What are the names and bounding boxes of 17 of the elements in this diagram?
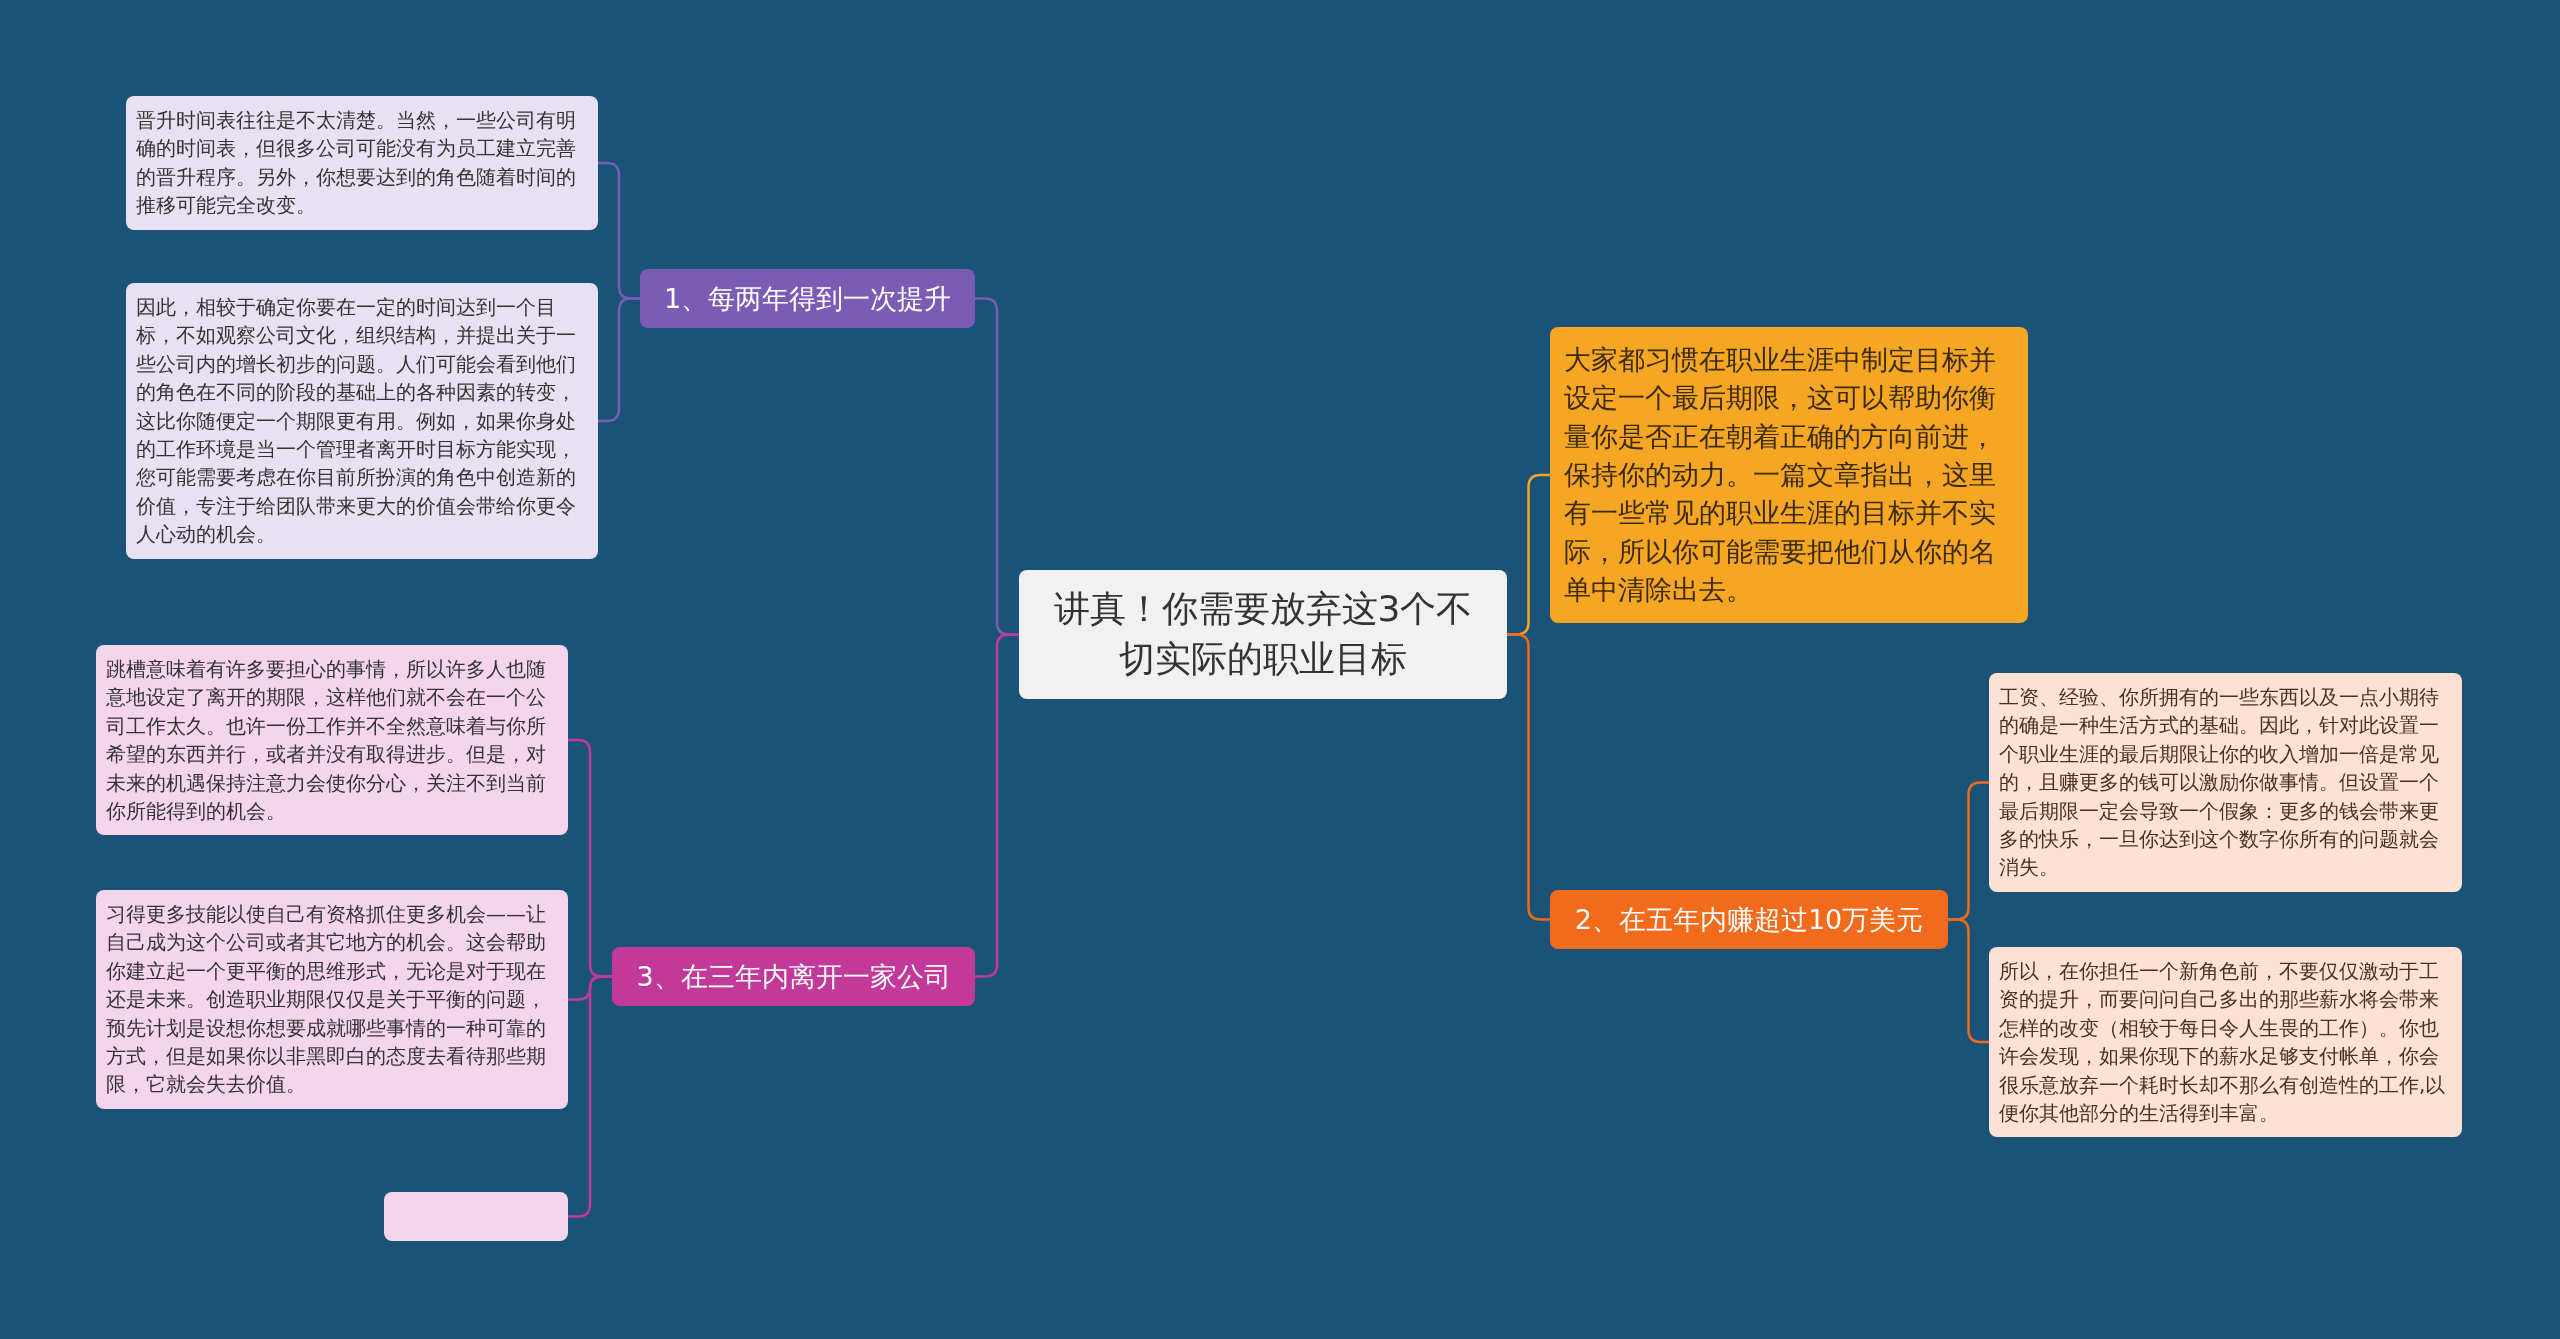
branch-box: 2、在五年内赚超过10万美元	[1550, 890, 1948, 950]
connector-line	[598, 297, 640, 423]
note-card: 工资、经验、你所拥有的一些东西以及一点小期待的确是一种生活方式的基础。因此，针对此设置一个职业生涯的最后期限让你的收入增加一倍是常见的，且赚更多的钱可以激励你做事情。但设置一个最后期限一定会导致一个假象：更多的钱会带来更多的快乐，一旦你达到这个数字你所有的问题就会消失。	[1989, 673, 2462, 892]
branch-box: 1、每两年得到一次提升	[640, 269, 975, 329]
note-card: 习得更多技能以使自己有资格抓住更多机会——让自己成为这个公司或者其它地方的机会。这会帮助你建立起一个更平衡的思维形式，无论是对于现在还是未来。创造职业期限仅仅是关于平衡的问题，预先计划是设想你想要成就哪些事情的一种可靠的方式，但是如果你以非黑即白的态度去看待那些期限，它就会失去价值。	[96, 890, 568, 1109]
note-card: 晋升时间表往往是不太清楚。当然，一些公司有明确的时间表，但很多公司可能没有为员工建立完善的晋升程序。另外，你想要达到的角色随着时间的推移可能完全改变。	[126, 96, 598, 230]
connector-line	[975, 633, 1019, 978]
summary-card: 大家都习惯在职业生涯中制定目标并设定一个最后期限，这可以帮助你衡量你是否正在朝着正确的方向前进，保持你的动力。一篇文章指出，这里有一些常见的职业生涯的目标并不实际，所以你可能需要把他们从你的名单中清除出去。	[1550, 327, 2028, 624]
connector-line	[568, 975, 612, 1218]
branch-box: 3、在三年内离开一家公司	[612, 947, 975, 1007]
source-box	[384, 1192, 568, 1241]
note-card: 因此，相较于确定你要在一定的时间达到一个目标，不如观察公司文化，组织结构，并提出关于一些公司内的增长初步的问题。人们可能会看到他们的角色在不同的阶段的基础上的各种因素的转变，这比你随便定一个期限更有用。例如，如果你身处的工作环境是当一个管理者离开时目标方能实现，您可能需要考虑在你目前所扮演的角色中创造新的价值，专注于给团队带来更大的价值会带给你更令人心动的机会。	[126, 283, 598, 559]
connector-line	[1507, 633, 1550, 921]
note-card: 所以，在你担任一个新角色前，不要仅仅激动于工资的提升，而要问问自己多出的那些薪水将会带来怎样的改变（相较于每日令人生畏的工作）。你也许会发现，如果你现下的薪水足够支付帐单，你会很乐意放弃一个耗时长却不那么有创造性的工作,以便你其他部分的生活得到丰富。	[1989, 947, 2462, 1138]
connector-line	[1948, 918, 1989, 1044]
topic-box: 讲真！你需要放弃这3个不切实际的职业目标	[1019, 570, 1507, 699]
note-card: 跳槽意味着有许多要担心的事情，所以许多人也随意地设定了离开的期限，这样他们就不会在一个公司工作太久。也许一份工作并不全然意味着与你所希望的东西并行，或者并没有取得进步。但是，对未来的机遇保持注意力会使你分心，关注不到当前你所能得到的机会。	[96, 645, 568, 836]
